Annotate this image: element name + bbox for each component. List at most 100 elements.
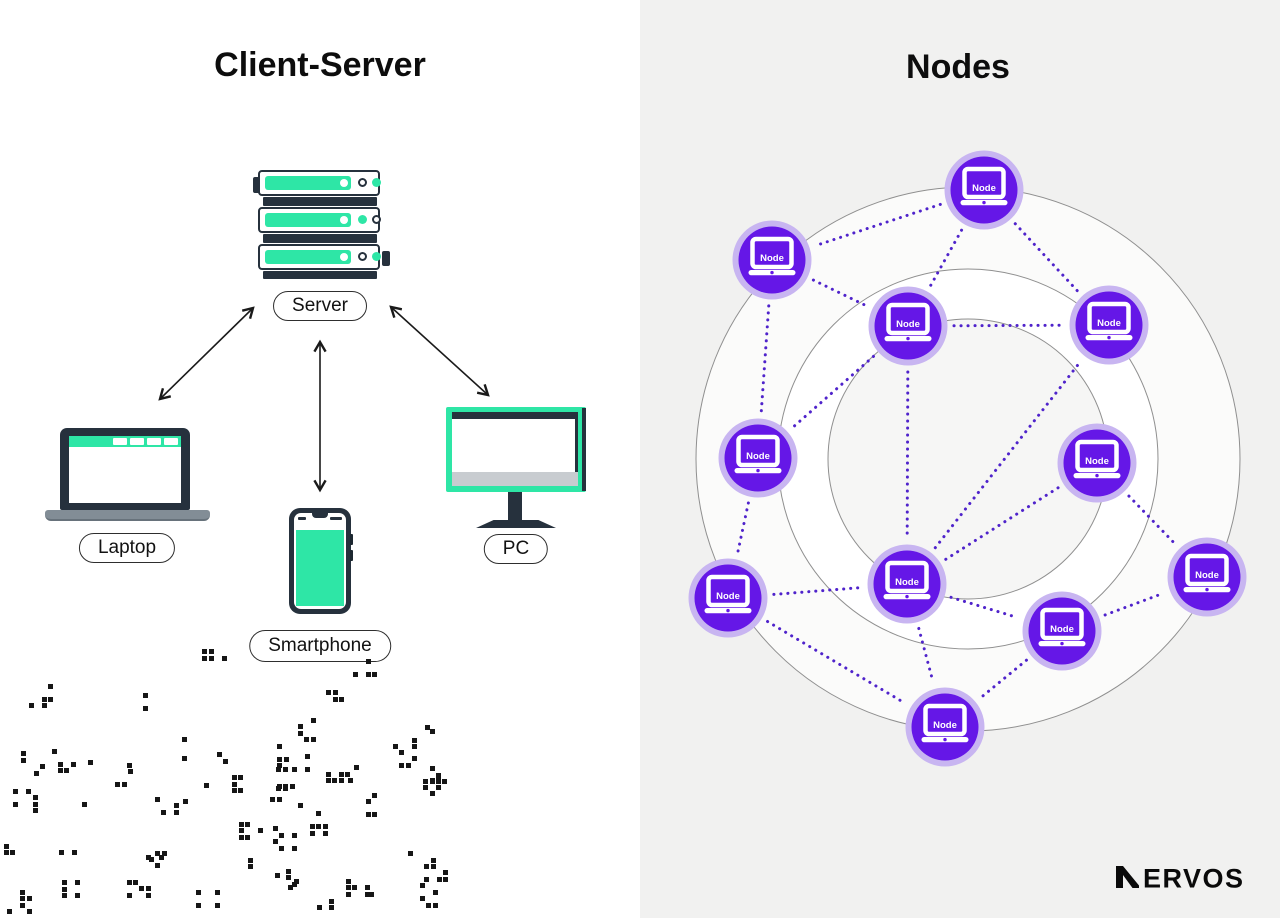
noise-pixel bbox=[215, 903, 220, 908]
noise-pixel bbox=[346, 885, 351, 890]
noise-pixel bbox=[311, 737, 316, 742]
noise-pixel bbox=[425, 725, 430, 730]
noise-pixel bbox=[294, 879, 299, 884]
noise-pixel bbox=[27, 896, 32, 901]
nervos-logo: ERVOS bbox=[1116, 864, 1243, 894]
noise-pixel bbox=[245, 822, 250, 827]
noise-pixel bbox=[305, 767, 310, 772]
noise-pixel bbox=[20, 890, 25, 895]
noise-pixel bbox=[424, 877, 429, 882]
noise-pixel bbox=[283, 784, 288, 789]
noise-pixel bbox=[62, 893, 67, 898]
noise-pixel bbox=[58, 762, 63, 767]
noise-pixel bbox=[122, 782, 127, 787]
noise-pixel bbox=[372, 812, 377, 817]
noise-pixel bbox=[7, 909, 12, 914]
smartphone-notch bbox=[312, 513, 328, 518]
noise-pixel bbox=[366, 672, 371, 677]
noise-pixel bbox=[430, 766, 435, 771]
pc-icon bbox=[446, 407, 586, 528]
server-unit bbox=[258, 170, 381, 196]
left-panel-title: Client-Server bbox=[214, 46, 426, 84]
noise-pixel bbox=[277, 757, 282, 762]
laptop-tab bbox=[113, 438, 127, 445]
noise-pixel bbox=[436, 773, 441, 778]
noise-pixel bbox=[348, 778, 353, 783]
noise-pixel bbox=[88, 760, 93, 765]
noise-pixel bbox=[258, 828, 263, 833]
noise-pixel bbox=[273, 826, 278, 831]
noise-pixel bbox=[232, 788, 237, 793]
noise-pixel bbox=[232, 775, 237, 780]
noise-pixel bbox=[339, 778, 344, 783]
noise-pixel bbox=[366, 812, 371, 817]
smartphone-status-icon bbox=[298, 517, 306, 520]
noise-pixel bbox=[354, 765, 359, 770]
laptop-tab bbox=[147, 438, 161, 445]
noise-pixel bbox=[62, 887, 67, 892]
noise-pixel bbox=[424, 877, 429, 882]
noise-pixel bbox=[284, 757, 289, 762]
noise-pixel bbox=[430, 779, 435, 784]
noise-pixel bbox=[424, 864, 429, 869]
noise-pixel bbox=[406, 763, 411, 768]
pc-taskbar bbox=[452, 472, 578, 486]
server-icon bbox=[252, 170, 390, 280]
noise-pixel bbox=[346, 885, 351, 890]
noise-pixel bbox=[283, 767, 288, 772]
noise-pixel bbox=[26, 789, 31, 794]
noise-pixel bbox=[239, 822, 244, 827]
pc-screen bbox=[452, 412, 578, 486]
noise-pixel bbox=[21, 751, 26, 756]
server-led bbox=[372, 178, 381, 187]
noise-pixel bbox=[277, 784, 282, 789]
noise-pixel bbox=[159, 855, 164, 860]
noise-pixel bbox=[298, 724, 303, 729]
laptop-label: Laptop bbox=[78, 533, 176, 563]
noise-pixel bbox=[420, 896, 425, 901]
noise-pixel bbox=[304, 737, 309, 742]
noise-pixel bbox=[128, 769, 133, 774]
noise-pixel bbox=[346, 892, 351, 897]
noise-pixel bbox=[283, 786, 288, 791]
noise-pixel bbox=[127, 880, 132, 885]
noise-pixel bbox=[238, 775, 243, 780]
server-drive-bar bbox=[265, 213, 351, 227]
noise-pixel bbox=[433, 890, 438, 895]
noise-pixel bbox=[232, 782, 237, 787]
noise-pixel bbox=[183, 799, 188, 804]
noise-pixel bbox=[345, 772, 350, 777]
noise-pixel bbox=[288, 885, 293, 890]
noise-pixel bbox=[426, 903, 431, 908]
smartphone-face bbox=[294, 513, 346, 609]
noise-pixel bbox=[304, 737, 309, 742]
noise-pixel bbox=[276, 767, 281, 772]
noise-pixel bbox=[292, 767, 297, 772]
smartphone-label: Smartphone bbox=[249, 630, 391, 662]
noise-pixel bbox=[304, 737, 309, 742]
noise-pixel bbox=[326, 690, 331, 695]
noise-pixel bbox=[292, 882, 297, 887]
noise-pixel bbox=[217, 752, 222, 757]
noise-pixel bbox=[339, 772, 344, 777]
noise-pixel bbox=[20, 896, 25, 901]
noise-pixel bbox=[298, 803, 303, 808]
noise-pixel bbox=[161, 810, 166, 815]
noise-pixel bbox=[245, 822, 250, 827]
noise-pixel bbox=[436, 779, 441, 784]
smartphone-button bbox=[350, 534, 353, 545]
noise-pixel bbox=[58, 762, 63, 767]
noise-pixel bbox=[430, 791, 435, 796]
noise-pixel bbox=[182, 756, 187, 761]
noise-pixel bbox=[10, 850, 15, 855]
noise-pixel bbox=[431, 858, 436, 863]
noise-pixel bbox=[431, 864, 436, 869]
noise-pixel bbox=[286, 869, 291, 874]
server-drive-bar bbox=[265, 176, 351, 190]
noise-pixel bbox=[146, 886, 151, 891]
noise-pixel bbox=[316, 811, 321, 816]
server-tab bbox=[382, 251, 390, 266]
noise-pixel bbox=[365, 892, 370, 897]
noise-pixel bbox=[365, 885, 370, 890]
noise-pixel bbox=[139, 886, 144, 891]
